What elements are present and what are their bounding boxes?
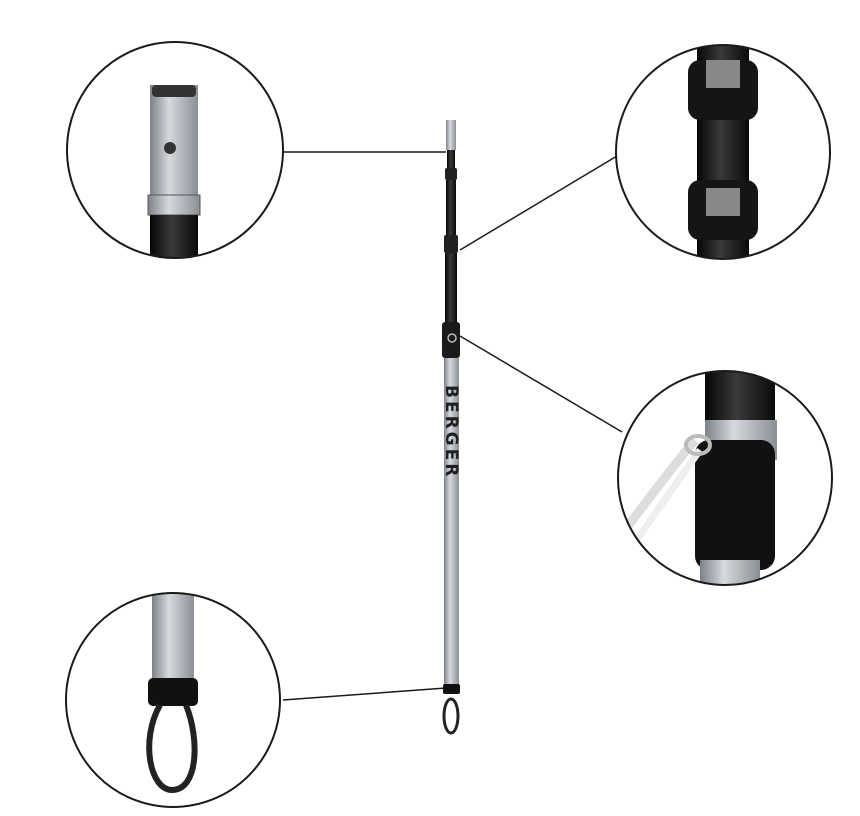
callout-line-bottom-left — [282, 687, 447, 701]
callout-line-top-right — [459, 155, 618, 251]
handle-clamp — [442, 322, 460, 358]
pole-wrist-loop — [442, 697, 460, 735]
clamp-1 — [445, 168, 457, 180]
pole-lower-section — [444, 358, 459, 685]
pole-end-cap — [443, 684, 460, 694]
detail-circle-bottom-loop — [65, 592, 281, 808]
detail-circle-tip — [66, 41, 284, 259]
callout-lines — [282, 151, 623, 701]
clamp-2 — [444, 235, 458, 253]
callout-line-right-middle — [459, 335, 623, 433]
pole: BERGER — [441, 120, 461, 735]
detail-circle-handle — [617, 370, 833, 586]
pole-tip — [446, 120, 456, 150]
detail-circle-clamps — [615, 44, 831, 260]
brand-text: BERGER — [441, 385, 461, 479]
